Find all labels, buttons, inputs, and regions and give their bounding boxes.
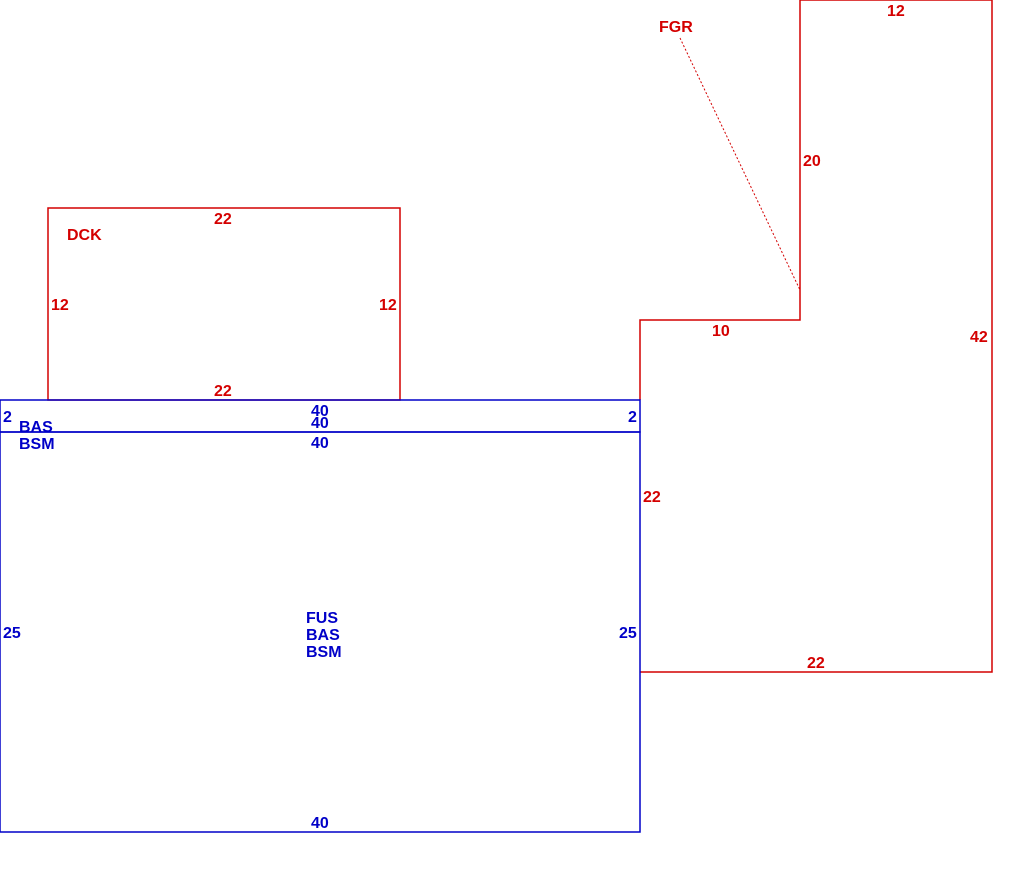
deck-bottom-dimension: 22 xyxy=(214,383,232,400)
garage-bottom-dimension: 22 xyxy=(807,655,825,672)
garage-outline xyxy=(639,0,993,673)
garage-top-dimension: 12 xyxy=(887,3,905,20)
strip-right-dimension: 2 xyxy=(628,409,637,426)
deck-top-dimension: 22 xyxy=(214,211,232,228)
strip-top-dimension: 40 xyxy=(311,403,329,420)
main-label-2: BAS xyxy=(306,627,340,644)
main-bottom-dimension: 40 xyxy=(311,815,329,832)
main-label-3: BSM xyxy=(306,644,342,661)
garage-area: FGR 12 20 10 22 22 42 xyxy=(639,0,993,673)
garage-lower-left-dimension: 22 xyxy=(643,489,661,506)
main-outline xyxy=(0,431,641,833)
garage-upper-left-dimension: 20 xyxy=(803,153,821,170)
main-label-1: FUS xyxy=(306,610,338,627)
deck-left-dimension: 12 xyxy=(51,297,69,314)
strip-label-1: BAS xyxy=(19,419,53,436)
main-area: FUS BAS BSM 40 40 25 25 xyxy=(0,431,641,833)
main-right-dimension: 25 xyxy=(619,625,637,642)
deck-right-dimension: 12 xyxy=(379,297,397,314)
deck-label: DCK xyxy=(67,227,102,244)
garage-right-dimension: 42 xyxy=(970,329,988,346)
strip-bottom-dimension: 40 xyxy=(311,415,329,432)
garage-label: FGR xyxy=(659,19,693,36)
garage-step-dimension: 10 xyxy=(712,323,730,340)
main-left-dimension: 25 xyxy=(3,625,21,642)
garage-label-leader xyxy=(679,37,801,291)
deck-area: DCK 22 22 12 12 xyxy=(47,207,401,401)
main-top-dimension: 40 xyxy=(311,435,329,452)
strip-left-dimension: 2 xyxy=(3,409,12,426)
strip-label-2: BSM xyxy=(19,436,55,453)
